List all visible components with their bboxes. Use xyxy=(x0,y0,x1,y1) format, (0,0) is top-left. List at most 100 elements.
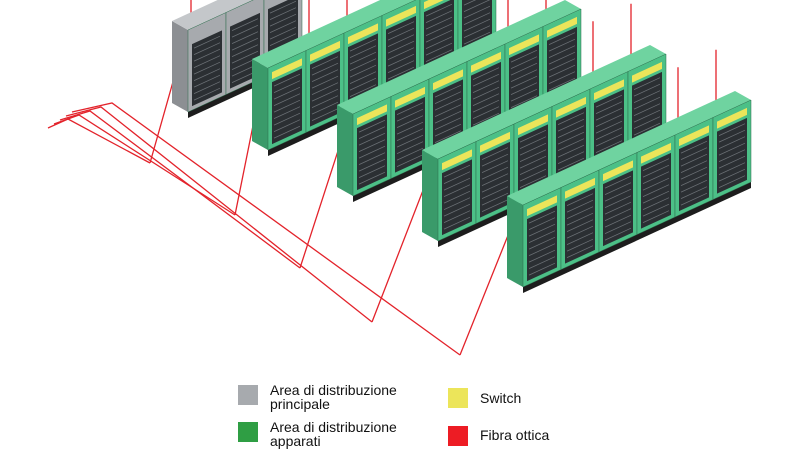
fiber-trunk-line xyxy=(47,118,151,164)
server-unit xyxy=(680,140,708,154)
server-unit xyxy=(472,112,500,126)
server-unit xyxy=(443,171,471,185)
legend-item-equipment-distribution: Area di distribuzione apparati xyxy=(238,420,420,448)
server-unit xyxy=(642,210,670,224)
server-unit xyxy=(633,96,661,110)
rack-side-face xyxy=(507,196,523,287)
server-unit xyxy=(510,75,538,89)
server-unit xyxy=(387,40,415,54)
server-unit xyxy=(273,112,301,126)
server-unit xyxy=(566,232,594,246)
server-unit xyxy=(510,69,538,83)
server-unit xyxy=(425,42,453,56)
server-unit xyxy=(519,175,547,189)
switch xyxy=(395,86,425,108)
server-unit xyxy=(387,27,415,41)
server-unit xyxy=(595,120,623,134)
server-unit xyxy=(528,217,556,231)
legend-swatch-gray xyxy=(238,385,258,405)
server-unit xyxy=(358,119,386,133)
server-unit xyxy=(510,82,538,96)
server-unit xyxy=(566,245,594,259)
server-unit xyxy=(481,147,509,161)
server-unit xyxy=(193,74,221,88)
rack-top-face xyxy=(422,45,666,159)
server-unit xyxy=(528,236,556,250)
server-unit xyxy=(604,188,632,202)
server-unit xyxy=(548,51,576,65)
server-unit xyxy=(269,13,297,27)
server-unit xyxy=(311,62,339,76)
server-unit xyxy=(557,138,585,152)
server-unit xyxy=(481,160,509,174)
rack-side-face xyxy=(252,59,268,150)
legend-swatch-yellow xyxy=(448,388,468,408)
server-unit xyxy=(718,149,746,163)
switch xyxy=(717,107,747,129)
server-unit xyxy=(193,35,221,49)
server-unit xyxy=(528,262,556,276)
server-unit xyxy=(349,64,377,78)
server-unit xyxy=(434,104,462,118)
server-unit xyxy=(273,106,301,120)
server-unit xyxy=(463,25,491,39)
server-unit xyxy=(472,93,500,107)
server-unit xyxy=(481,173,509,187)
server-unit xyxy=(510,56,538,70)
legend-label: Switch xyxy=(480,390,522,406)
server-unit xyxy=(642,171,670,185)
server-unit xyxy=(273,86,301,100)
server-unit xyxy=(528,210,556,224)
server-unit xyxy=(231,18,259,32)
server-unit xyxy=(642,197,670,211)
server-unit xyxy=(387,53,415,67)
legend-item-fiber: Fibra ottica xyxy=(448,424,549,446)
server-unit xyxy=(358,152,386,166)
server-unit xyxy=(528,223,556,237)
server-unit xyxy=(463,0,491,13)
server-unit xyxy=(633,109,661,123)
server-unit xyxy=(519,142,547,156)
server-unit xyxy=(425,23,453,37)
switch xyxy=(386,5,416,27)
server-unit xyxy=(680,173,708,187)
server-unit xyxy=(718,123,746,137)
server-unit xyxy=(387,47,415,61)
server-unit xyxy=(358,171,386,185)
server-unit xyxy=(680,166,708,180)
server-unit xyxy=(193,42,221,56)
server-unit xyxy=(642,184,670,198)
server-unit xyxy=(472,67,500,81)
server-unit xyxy=(680,186,708,200)
legend-swatch-green xyxy=(238,422,258,442)
server-unit xyxy=(528,256,556,270)
server-unit xyxy=(349,51,377,65)
server-unit xyxy=(387,21,415,35)
legend-label: Fibra ottica xyxy=(480,427,550,443)
rack-top-face xyxy=(337,0,581,114)
server-unit xyxy=(604,175,632,189)
server-unit xyxy=(680,192,708,206)
server-unit xyxy=(548,45,576,59)
server-unit xyxy=(273,119,301,133)
legend-label: Area di distribuzione principale xyxy=(270,382,397,412)
server-unit xyxy=(557,157,585,171)
server-unit xyxy=(642,203,670,217)
server-unit xyxy=(519,129,547,143)
server-unit xyxy=(595,140,623,154)
rack-top-face xyxy=(507,91,751,205)
server-unit xyxy=(528,230,556,244)
server-unit xyxy=(349,45,377,59)
server-unit xyxy=(193,68,221,82)
server-unit xyxy=(273,99,301,113)
server-unit xyxy=(387,66,415,80)
switch xyxy=(310,40,340,62)
server-unit xyxy=(548,32,576,46)
server-unit xyxy=(311,75,339,89)
server-unit xyxy=(566,238,594,252)
server-unit xyxy=(595,114,623,128)
server-unit xyxy=(481,199,509,213)
server-unit xyxy=(311,95,339,109)
server-unit xyxy=(642,177,670,191)
server-unit xyxy=(396,128,424,142)
